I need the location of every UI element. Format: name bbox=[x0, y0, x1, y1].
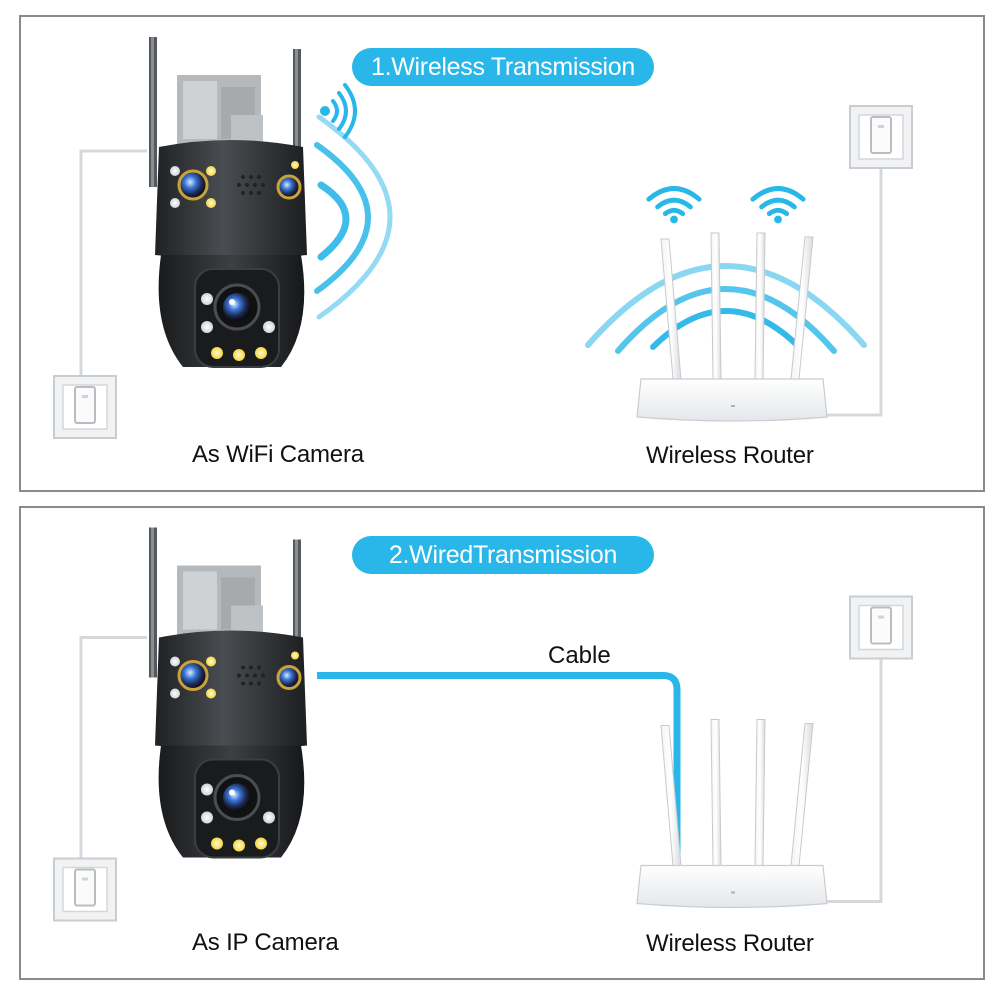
wall-socket-icon bbox=[849, 105, 913, 169]
wireless-transmission-panel: 1.Wireless Transmission As WiFi Camera W… bbox=[19, 15, 985, 492]
wall-socket-icon bbox=[53, 375, 117, 439]
router-icon bbox=[636, 232, 828, 422]
ptz-camera-icon bbox=[147, 37, 309, 369]
wired-diagram bbox=[53, 527, 913, 922]
ptz-camera-icon bbox=[147, 527, 309, 859]
wired-transmission-panel: 2.WiredTransmission Cable As IP Camera W… bbox=[19, 506, 985, 980]
wifi-signal-icon bbox=[320, 83, 357, 139]
camera-caption: As WiFi Camera bbox=[192, 441, 364, 468]
wifi-icon bbox=[753, 189, 803, 224]
router-icon bbox=[636, 718, 828, 909]
router-caption: Wireless Router bbox=[646, 930, 814, 957]
router-caption: Wireless Router bbox=[646, 442, 814, 469]
wireless-diagram bbox=[53, 37, 913, 439]
router-signal-arcs-icon bbox=[585, 263, 867, 354]
wall-socket-icon bbox=[53, 857, 117, 922]
wifi-icon bbox=[649, 189, 699, 224]
transmission-badge: 1.Wireless Transmission bbox=[352, 48, 654, 86]
cable-label: Cable bbox=[548, 642, 611, 669]
camera-caption: As IP Camera bbox=[192, 929, 339, 956]
network-cable bbox=[317, 672, 681, 858]
wall-socket-icon bbox=[849, 595, 913, 660]
transmission-badge: 2.WiredTransmission bbox=[352, 536, 654, 574]
signal-arcs-icon bbox=[314, 114, 393, 320]
